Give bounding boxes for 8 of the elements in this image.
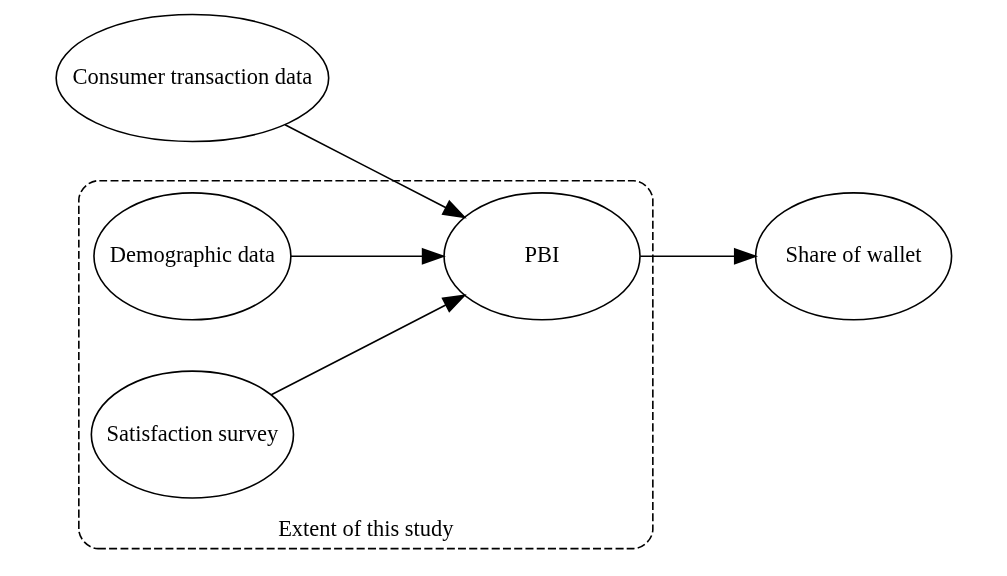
arrow — [270, 294, 467, 396]
node-ellipse: Satisfaction survey — [90, 370, 294, 499]
node-ellipse: Consumer transaction data — [54, 13, 329, 143]
arrow — [639, 247, 758, 265]
node-ellipse: Demographic data — [92, 192, 292, 321]
arrow — [283, 124, 467, 219]
arrow — [289, 247, 446, 265]
node-ellipse: Share of wallet — [754, 192, 952, 321]
